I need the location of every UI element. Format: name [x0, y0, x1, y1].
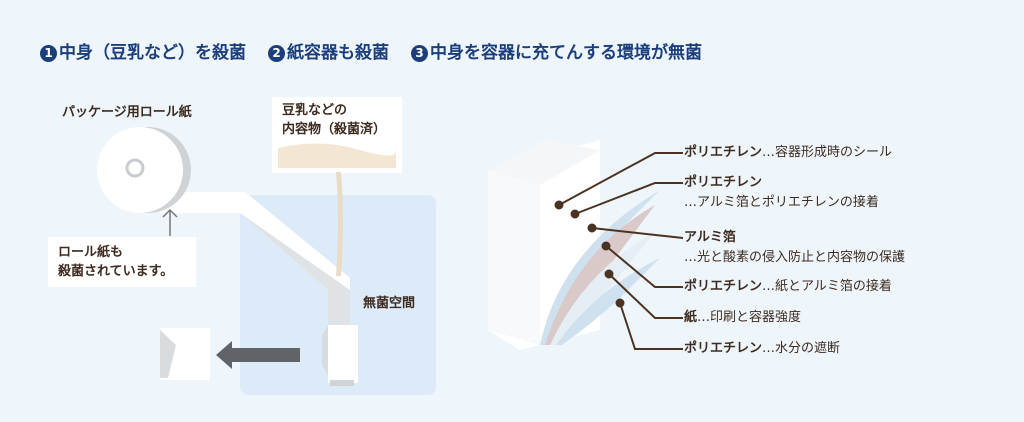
roll-note-line: ロール紙も: [58, 245, 124, 260]
soymilk-stream: [336, 172, 343, 276]
sterile-space-label: 無菌空間: [363, 296, 416, 311]
arrow-left-icon: [216, 341, 300, 369]
layer-label: ポリエチレン…紙とアルミ箔の接着: [684, 279, 892, 294]
layer-label: ポリエチレン…水分の遮断: [684, 341, 841, 356]
layer-label: 紙…印刷と容器強度: [684, 310, 802, 325]
layer-label: ポリエチレン…容器形成時のシール: [684, 145, 893, 160]
leader-lines: [554, 152, 684, 350]
arrow-up-icon: [162, 208, 178, 236]
contents-line: 豆乳などの: [282, 103, 348, 118]
soymilk-wave: [278, 143, 397, 168]
finished-package: [160, 328, 210, 380]
layer-label: アルミ箔…光と酸素の侵入防止と内容物の保護: [684, 230, 906, 265]
roll-note-line: 殺菌されています。: [58, 264, 174, 279]
roll-label: パッケージ用ロール紙: [62, 105, 192, 120]
roll-note: ロール紙も 殺菌されています。: [48, 237, 196, 287]
contents-line: 内容物（殺菌済）: [282, 122, 387, 137]
carton-layers: [488, 140, 660, 350]
roll-core-icon: [125, 158, 145, 178]
package-forming: [322, 325, 358, 386]
contents-label: 豆乳などの 内容物（殺菌済）: [282, 101, 386, 139]
layer-label: ポリエチレン…アルミ箔とポリエチレンの接着: [684, 175, 879, 210]
